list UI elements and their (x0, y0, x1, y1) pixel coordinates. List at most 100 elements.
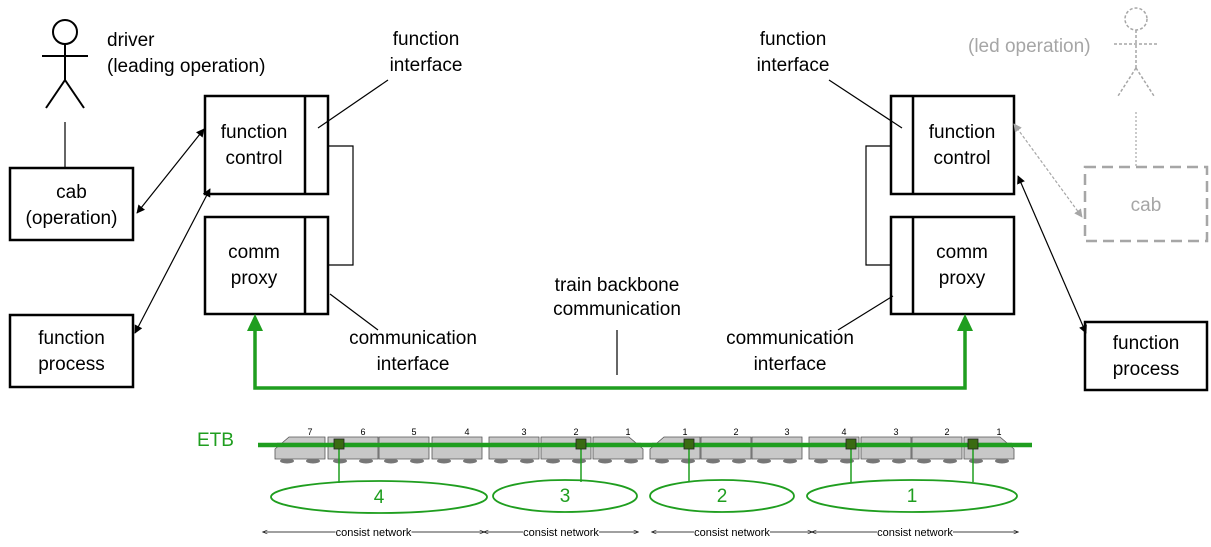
actor-leg-right (64, 79, 85, 109)
svg-text:control: control (225, 148, 282, 169)
svg-text:function: function (929, 122, 996, 143)
consist-network-2: 2 (649, 438, 795, 513)
consist-network-range: consist network (482, 527, 640, 539)
right-function-interface-pointer (828, 79, 903, 129)
left-cab-box: cab (operation) (8, 166, 135, 242)
consist-network-4: 4 (270, 438, 488, 514)
svg-text:process: process (1113, 359, 1180, 380)
car-number: 2 (733, 427, 738, 437)
backbone-label-2: communication (553, 299, 681, 320)
consist-number: 3 (560, 486, 571, 507)
car-number: 1 (625, 427, 630, 437)
left-communication-interface-pointer (329, 293, 379, 331)
etb-node (967, 438, 979, 450)
consist-network-label: consist network (694, 527, 770, 539)
consist-4: 7 6 5 4 (274, 427, 483, 464)
consist-network-ellipse (492, 479, 638, 513)
car-number: 3 (521, 427, 526, 437)
train-car: 3 (860, 427, 912, 464)
left-driver-actor (42, 19, 88, 109)
svg-text:control: control (933, 148, 990, 169)
consist-number: 2 (717, 486, 728, 507)
etb-node (333, 438, 345, 450)
train-car: 3 (488, 427, 540, 464)
right-function-interface-label: function (760, 29, 827, 50)
etb-label: ETB (197, 430, 234, 451)
right-cab-box: cab (1083, 165, 1209, 243)
actor-head (1124, 7, 1148, 31)
svg-text:(operation): (operation) (26, 208, 118, 229)
svg-text:function: function (1113, 333, 1180, 354)
led-operation-label: (led operation) (968, 36, 1091, 57)
left-function-interface-pointer (317, 79, 389, 129)
left-communication-interface-label: communication (349, 328, 477, 349)
train-car: 1 (592, 427, 644, 464)
right-interface-connector (865, 145, 891, 266)
consist-networks: 4 consist network 3 consist network 2 consist… (261, 438, 1020, 539)
consist-network-range: consist network (261, 527, 486, 539)
svg-text:comm: comm (228, 242, 280, 263)
backbone-label: train backbone (555, 275, 680, 296)
right-communication-interface-label-2: interface (754, 354, 827, 375)
car-number: 3 (784, 427, 789, 437)
consist-network-range: consist network (650, 527, 814, 539)
left-function-interface-label: function (393, 29, 460, 50)
car-number: 5 (411, 427, 416, 437)
right-communication-interface-label: communication (726, 328, 854, 349)
consist-network-ellipse (806, 479, 1018, 513)
leading-operation-label: (leading operation) (107, 56, 265, 77)
consist-network-range: consist network (810, 527, 1020, 539)
car-number: 2 (944, 427, 949, 437)
consist-network-label: consist network (336, 527, 412, 539)
svg-text:comm: comm (936, 242, 988, 263)
driver-label: driver (107, 30, 155, 51)
left-function-process-box: function process (8, 313, 135, 389)
car-number: 2 (573, 427, 578, 437)
left-communication-interface-label-2: interface (377, 354, 450, 375)
train-car: 2 (911, 427, 963, 464)
svg-text:cab: cab (1131, 195, 1162, 216)
car-number: 1 (996, 427, 1001, 437)
consist-network-1: 1 (806, 438, 1018, 513)
left-function-interface-label-2: interface (390, 55, 463, 76)
right-function-interface-label-2: interface (757, 55, 830, 76)
etb-node (845, 438, 857, 450)
car-number: 6 (360, 427, 365, 437)
train-backbone-link (253, 330, 967, 390)
backbone-arrowhead-right (957, 314, 973, 331)
right-function-control-box: function control (889, 94, 1016, 196)
consist-network-label: consist network (877, 527, 953, 539)
right-control-to-cab-arrow (1013, 123, 1083, 218)
backbone-arrowhead-left (247, 314, 263, 331)
consist-network-3: 3 (492, 438, 638, 513)
train-car: 5 (378, 427, 430, 464)
svg-text:function: function (38, 328, 105, 349)
svg-text:cab: cab (56, 182, 87, 203)
left-interface-connector (328, 145, 354, 266)
car-number: 4 (464, 427, 469, 437)
svg-text:proxy: proxy (231, 268, 278, 289)
svg-text:function: function (221, 122, 288, 143)
consist-network-ellipse (270, 480, 488, 514)
car-number: 7 (307, 427, 312, 437)
train-consists: 7 6 5 4 3 2 1 1 2 3 4 3 2 1 (274, 427, 1015, 464)
left-cab-to-control-arrow (136, 128, 205, 214)
right-function-process-box: function process (1083, 320, 1209, 392)
actor-leg-left (1117, 67, 1137, 97)
car-number: 3 (893, 427, 898, 437)
consist-number: 4 (374, 487, 385, 508)
right-led-actor (1114, 7, 1158, 97)
actor-leg-right (1135, 67, 1155, 97)
actor-head (52, 19, 78, 45)
consist-network-ellipse (649, 479, 795, 513)
actor-leg-left (45, 79, 66, 109)
car-number: 1 (682, 427, 687, 437)
consist-network-label: consist network (523, 527, 599, 539)
right-communication-interface-pointer (837, 295, 894, 331)
left-function-control-box: function control (203, 94, 330, 196)
train-car: 3 (751, 427, 803, 464)
right-comm-proxy-box: comm proxy (889, 215, 1016, 316)
etb-node (575, 438, 587, 450)
svg-text:proxy: proxy (939, 268, 986, 289)
